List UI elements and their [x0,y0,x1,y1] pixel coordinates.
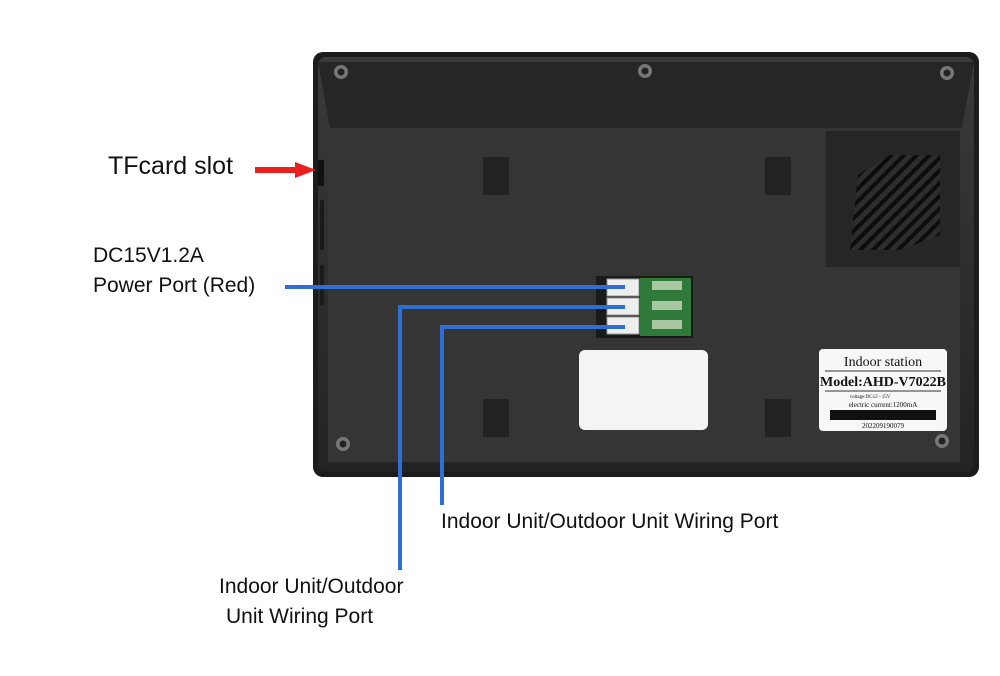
barcode [830,410,936,420]
screw-icon [935,434,949,448]
wiring-port-a-leader [440,325,625,505]
wiring-port-a-label: Indoor Unit/Outdoor Unit Wiring Port [441,510,779,533]
mounting-slot [765,157,791,195]
tf-card-slot-label: TFcard slot [108,152,234,180]
label-serial: 202209190079 [862,422,905,430]
label-heading: Indoor station [844,355,922,370]
leader-lines [285,285,625,570]
wiring-port-b-line2: Unit Wiring Port [226,605,374,628]
label-model: Model:AHD-V7022B [820,375,946,390]
mounting-slot [483,157,509,195]
wiring-port-b-leader [398,305,625,570]
label-voltage: voltage:DC12 - 15V [850,395,891,400]
power-port-name: Power Port (Red) [93,274,256,297]
power-port-rating: DC15V1.2A [93,244,204,267]
tf-card-arrow [255,162,316,178]
screw-icon [638,64,652,78]
blank-sticker [579,350,708,430]
mounting-slot [483,399,509,437]
label-current: electric current:1200mA [849,401,918,409]
mounting-slot [765,399,791,437]
wiring-port-b-label: Indoor Unit/Outdoor Unit Wiring Port [219,572,403,632]
speaker-grille [826,131,960,267]
power-port-label: DC15V1.2A Power Port (Red) [93,241,255,301]
screw-icon [336,437,350,451]
tf-card-slot [318,160,324,186]
device-housing [313,52,979,477]
screw-icon [940,66,954,80]
screw-icon [334,65,348,79]
wiring-port-b-line1: Indoor Unit/Outdoor [219,575,404,598]
product-label: Indoor station Model:AHD-V7022B voltage:… [819,349,947,431]
